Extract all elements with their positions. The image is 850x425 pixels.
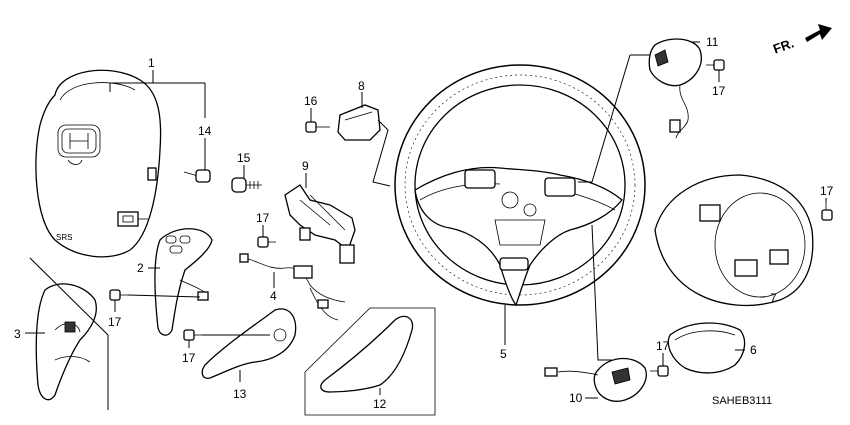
callout-17b: 17 — [182, 351, 196, 365]
callout-labels: 1 14 15 2 17 3 17 16 8 9 17 4 13 12 5 11… — [14, 35, 834, 411]
left-switch-2 — [154, 228, 213, 336]
screw-17e — [821, 202, 833, 221]
screw-17d — [706, 59, 725, 71]
callout-4: 4 — [270, 289, 277, 303]
front-direction-label: FR. — [771, 35, 796, 56]
callout-13: 13 — [233, 387, 247, 401]
part-8 — [337, 104, 381, 141]
callout-6: 6 — [750, 343, 757, 357]
callout-10: 10 — [569, 391, 583, 405]
callout-16: 16 — [304, 94, 318, 108]
callout-2: 2 — [137, 261, 144, 275]
steering-wheel-5 — [394, 64, 646, 307]
harness-4 — [239, 253, 346, 321]
callout-12: 12 — [373, 397, 387, 411]
screw-15 — [231, 177, 262, 193]
callout-5: 5 — [500, 347, 507, 361]
screw-17a — [109, 289, 128, 301]
front-direction-arrow-icon — [805, 24, 832, 42]
callout-3: 3 — [14, 327, 21, 341]
switch-10 — [544, 357, 647, 402]
right-switch-11 — [648, 38, 702, 139]
lower-cover-13 — [201, 308, 297, 379]
lower-cover-12 — [304, 307, 436, 416]
screw-14 — [183, 169, 211, 183]
screw-16 — [305, 121, 330, 133]
callout-17e: 17 — [820, 184, 834, 198]
screw-17c — [257, 236, 276, 248]
callout-1: 1 — [148, 56, 155, 70]
callout-17d: 17 — [712, 84, 726, 98]
cover-6 — [667, 322, 746, 374]
airbag-module: SRS — [35, 69, 162, 258]
callout-14: 14 — [198, 124, 212, 138]
airbag-srs-text: SRS — [56, 233, 72, 242]
bracket-9 — [284, 184, 356, 264]
diagram-code: SAHEB3111 — [712, 395, 772, 407]
callout-15: 15 — [237, 151, 251, 165]
callout-17a: 17 — [108, 315, 122, 329]
rear-cover-7 — [654, 174, 814, 307]
callout-17f: 17 — [656, 339, 670, 353]
divider-left — [29, 257, 109, 410]
callout-9: 9 — [302, 159, 309, 173]
screw-17f — [650, 365, 669, 377]
callout-7: 7 — [770, 291, 777, 305]
left-cover-3 — [35, 283, 97, 401]
screw-17b — [183, 329, 202, 341]
callout-17c: 17 — [256, 211, 270, 225]
callout-8: 8 — [358, 79, 365, 93]
callout-11: 11 — [706, 35, 719, 49]
leader-lines — [25, 41, 827, 399]
